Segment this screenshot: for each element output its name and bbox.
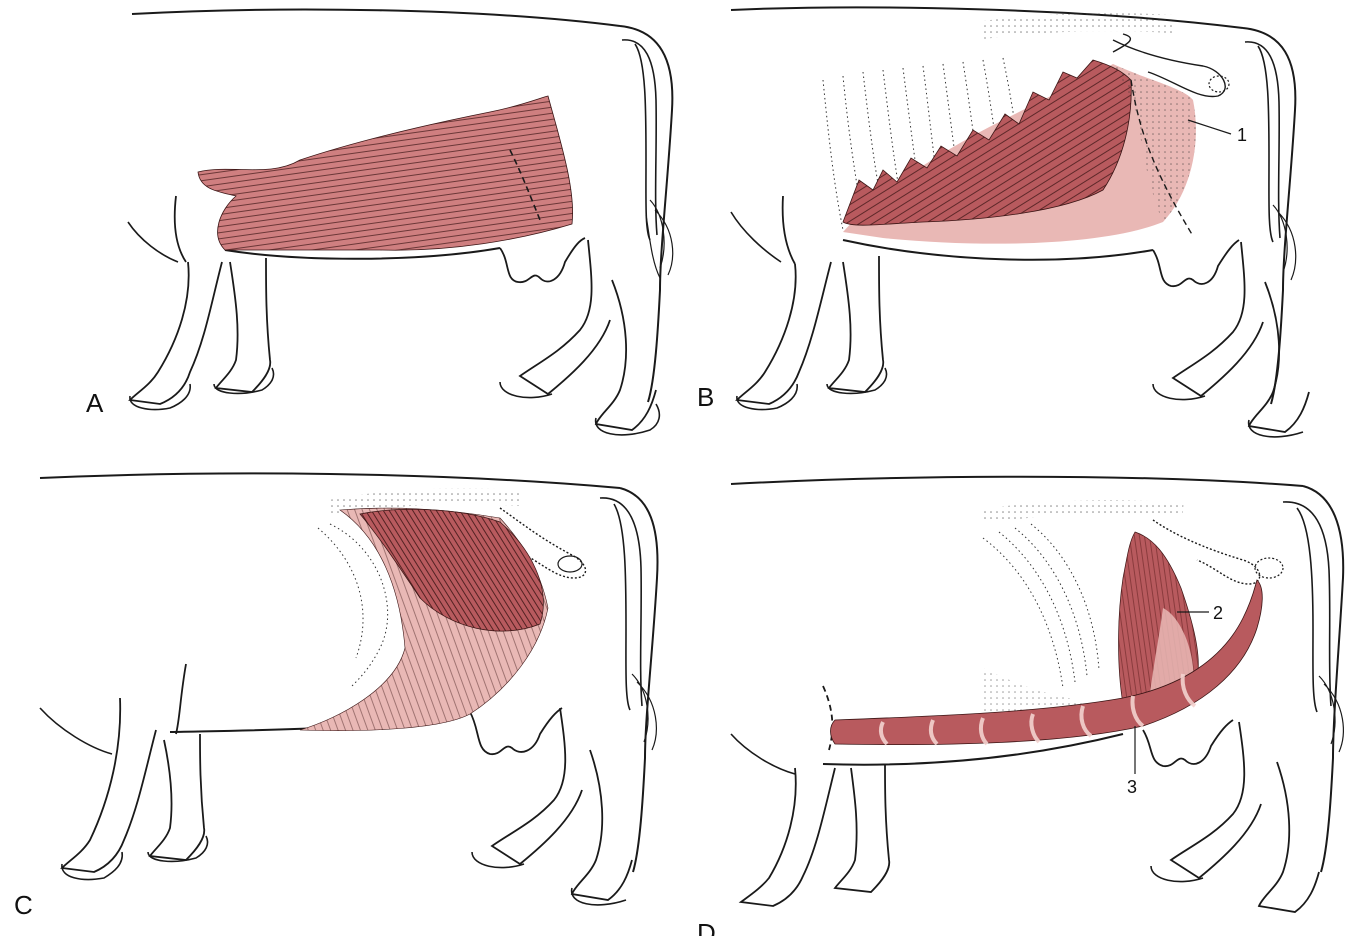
callout-1: 1 [1237,126,1247,144]
hip-joint-outline [558,556,582,572]
hind-leg-right [1249,282,1309,432]
panel-label-b: B [697,384,714,410]
hind-hoof-left [500,382,552,398]
front-hoof-left [737,384,797,410]
spine-stippling [330,496,520,508]
back-outline [132,10,620,26]
front-leg-left [741,768,835,906]
spine-stippling [983,507,1183,516]
rib-outlines [983,524,1099,688]
front-leg-left [737,262,831,404]
panel-c: C [0,468,683,936]
tail-switch [1319,676,1343,752]
front-leg-left [130,262,222,404]
panel-label-c: C [14,892,33,918]
spine-stippling [983,22,1173,30]
front-leg-right [150,734,204,860]
tail-switch [632,674,656,750]
tail-switch [646,200,673,278]
panel-label-d: D [697,920,716,936]
hip-joint-outline [1255,558,1283,578]
udder-outline [500,238,585,282]
elbow-outline [40,708,112,754]
back-outline [40,473,620,488]
callout-3: 3 [1127,778,1137,796]
hind-leg-left [1171,722,1261,878]
tail-outline [1283,502,1331,712]
hind-leg-left [492,708,582,864]
chest-outline [823,686,832,750]
front-leg-right [829,256,883,392]
hind-hoof-left [1151,866,1203,882]
chest-outline [783,196,795,264]
chest-outline [175,196,186,262]
hind-hoof-left [472,852,524,868]
front-leg-right [835,764,889,892]
udder-outline [1153,240,1239,286]
panel-a: A [0,0,683,468]
front-hoof-left [62,852,122,879]
elbow-outline [128,222,178,262]
chest-outline [176,664,186,734]
front-leg-left [62,698,156,872]
back-outline [731,477,1303,486]
panel-label-a: A [86,390,103,416]
panel-b-drawing [683,0,1366,468]
hind-leg-right [1259,762,1319,912]
elbow-outline [731,212,781,262]
udder-outline [1143,720,1233,766]
tail-outline [622,40,657,240]
udder-outline [470,708,562,754]
panel-c-drawing [0,468,683,936]
panel-d: 2 3 D [683,468,1366,936]
panel-b: 1 B [683,0,1366,468]
hind-leg-right [572,750,632,900]
hind-hoof-left [1153,384,1205,400]
front-leg-right [216,258,270,392]
hind-leg-right [596,280,656,430]
panel-d-drawing [683,468,1366,936]
tail-outline [1245,42,1280,242]
callout-2: 2 [1213,604,1223,622]
elbow-outline [731,734,795,774]
hip-joint-outline [1209,76,1229,92]
